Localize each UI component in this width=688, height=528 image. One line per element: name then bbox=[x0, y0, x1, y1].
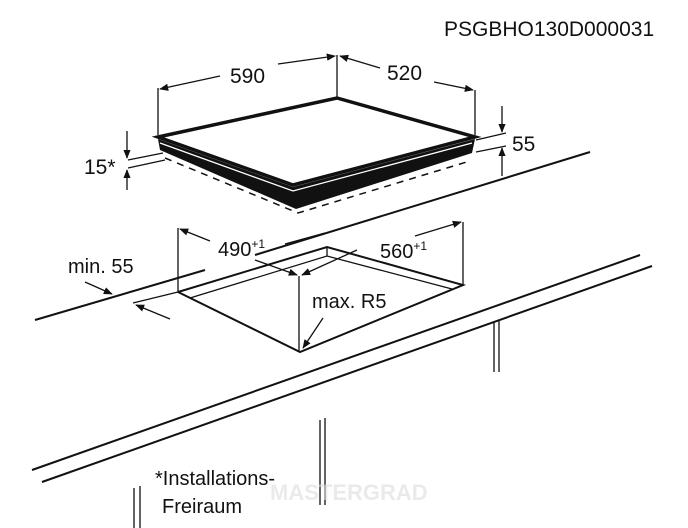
cutout-width-label: 560+1 bbox=[380, 239, 427, 263]
hob-width-label: 590 bbox=[230, 65, 265, 88]
clearance-dimension: 15* bbox=[84, 131, 166, 190]
hob-height-dimension: 55 bbox=[475, 106, 535, 176]
clearance-label: 15* bbox=[84, 156, 116, 179]
radius-label: max. R5 bbox=[312, 291, 386, 313]
hob-depth-label: 520 bbox=[387, 62, 422, 85]
cutout: 490+1 560+1 min. 55 max. R5 bbox=[68, 220, 467, 354]
min-edge-label: min. 55 bbox=[68, 256, 134, 278]
footnote-line-1: *Installations- bbox=[155, 468, 275, 490]
worktop bbox=[31, 151, 653, 528]
hob bbox=[151, 96, 482, 214]
watermark: MASTERGRAD bbox=[270, 480, 428, 505]
drawing-code: PSGBHO130D000031 bbox=[444, 18, 654, 41]
hob-height-label: 55 bbox=[512, 133, 535, 156]
hob-width-dimension: 590 520 bbox=[157, 53, 476, 135]
footnote-line-2: Freiraum bbox=[162, 496, 242, 518]
cutout-depth-label: 490+1 bbox=[218, 237, 265, 261]
